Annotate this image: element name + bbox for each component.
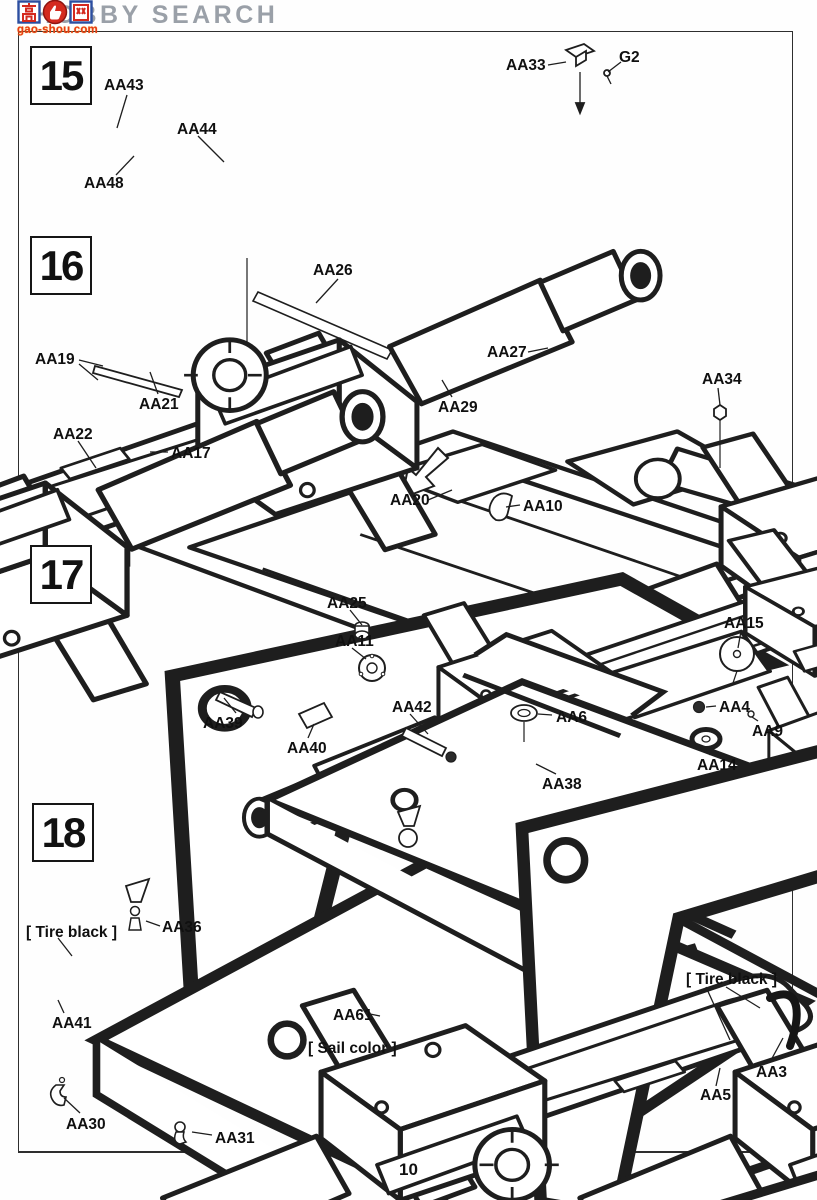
part-label-aa43: AA43	[104, 77, 144, 94]
drawing-step16-rod-aa21	[91, 364, 184, 399]
leader-lines	[57, 61, 784, 1136]
step-15-number: 15	[39, 51, 85, 99]
part-label-aa27: AA27	[487, 344, 527, 361]
part-label-aa19: AA19	[35, 351, 75, 368]
color-note-tire-black-left: [ Tire black ]	[26, 924, 118, 941]
gao-shou-logo: gao-shou.com	[17, 0, 127, 36]
part-label-aa3: AA3	[756, 1064, 788, 1081]
part-label-aa5: AA5	[700, 1087, 732, 1104]
part-label-aa20: AA20	[390, 492, 430, 509]
logo-char-right-icon	[69, 0, 93, 24]
page-number: 10	[399, 1160, 418, 1179]
part-label-g2: G2	[619, 49, 640, 66]
logo-badges	[17, 0, 127, 25]
part-label-aa14: AA14	[697, 757, 737, 774]
part-label-aa10: AA10	[523, 498, 563, 515]
part-label-aa38: AA38	[542, 776, 582, 793]
part-label-aa39: AA39	[203, 715, 243, 732]
step-17-box: 17	[30, 545, 92, 604]
part-label-aa34: AA34	[702, 371, 742, 388]
part-aa33-box	[564, 43, 612, 116]
step-15-box: 15	[30, 46, 92, 105]
step-18-box: 18	[32, 803, 94, 862]
part-label-aa31: AA31	[215, 1130, 255, 1147]
drawing-step18-smallparts	[49, 804, 801, 1145]
part-label-aa11: AA11	[335, 633, 374, 650]
part-label-aa21: AA21	[139, 396, 179, 413]
drawing-step17-parts	[214, 621, 755, 763]
part-label-aa40: AA40	[287, 740, 327, 757]
color-note-sail-color: [ Sail color ]	[308, 1040, 397, 1057]
part-label-aa42: AA42	[392, 699, 432, 716]
part-label-aa26: AA26	[313, 262, 353, 279]
part-label-aa22: AA22	[53, 426, 93, 443]
part-label-aa41: AA41	[52, 1015, 92, 1032]
logo-domain: gao-shou.com	[17, 24, 98, 36]
part-label-aa9: AA9	[752, 723, 784, 740]
step-16-box: 16	[30, 236, 92, 295]
part-label-aa61: AA61	[333, 1007, 373, 1024]
part-label-aa36: AA36	[162, 919, 202, 936]
part-label-aa44: AA44	[177, 121, 217, 138]
part-label-aa48: AA48	[84, 175, 124, 192]
part-label-aa4: AA4	[719, 699, 751, 716]
step-18-number: 18	[41, 808, 87, 856]
logo-char-left-icon	[17, 0, 41, 24]
part-label-aa33: AA33	[506, 57, 546, 74]
part-label-aa17: AA17	[171, 445, 211, 462]
thumbs-up-icon	[42, 0, 68, 25]
part-label-aa6: AA6	[556, 709, 588, 726]
part-label-aa30: AA30	[66, 1116, 106, 1133]
step-17-number: 17	[39, 550, 85, 598]
step-16-number: 16	[39, 241, 85, 289]
part-label-aa29: AA29	[438, 399, 478, 416]
part-label-aa15: AA15	[724, 615, 764, 632]
color-note-tire-black-right: [ Tire black ]	[686, 971, 778, 988]
part-label-aa25: AA25	[327, 595, 367, 612]
